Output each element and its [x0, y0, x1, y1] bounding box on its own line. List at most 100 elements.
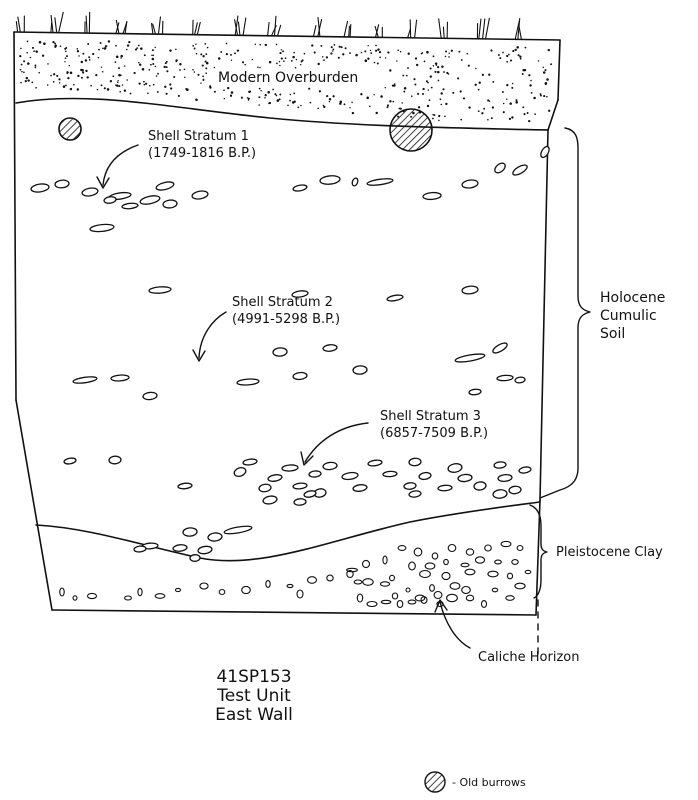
stipple-dot	[175, 48, 177, 51]
stipple-dot	[192, 68, 194, 71]
stipple-dot	[509, 102, 512, 105]
shell-fragment	[292, 184, 308, 192]
stipple-dot	[41, 54, 45, 57]
stipple-dot	[112, 75, 115, 78]
stipple-dot	[290, 60, 293, 62]
stipple-dot	[119, 90, 122, 93]
stipple-dot	[367, 44, 369, 47]
stipple-dot	[444, 115, 446, 118]
stipple-dot	[88, 59, 91, 61]
stipple-dot	[376, 62, 379, 65]
stipple-dot	[209, 86, 212, 89]
stipple-dot	[402, 74, 405, 77]
stipple-dot	[165, 66, 168, 69]
stipple-dot	[96, 88, 99, 91]
legend-burrow-label: - Old burrows	[452, 776, 526, 789]
stipple-dot	[195, 43, 197, 45]
stipple-dot	[31, 46, 35, 49]
stipple-dot	[69, 87, 73, 91]
stipple-dot	[202, 75, 205, 78]
site-number: 41SP153	[216, 667, 291, 687]
stipple-dot	[197, 73, 200, 76]
stipple-dot	[438, 119, 440, 122]
shell-fragment	[473, 481, 487, 491]
shell-fragment	[382, 470, 398, 478]
stipple-dot	[107, 40, 111, 43]
grass-blade	[374, 25, 379, 38]
stipple-dot	[193, 71, 196, 73]
stipple-dot	[444, 55, 447, 58]
stipple-dot	[439, 98, 442, 101]
stipple-dot	[201, 64, 204, 67]
shell-fragment	[540, 145, 550, 159]
stipple-dot	[205, 67, 208, 70]
shell-fragment	[281, 464, 299, 472]
stipple-dot	[330, 52, 333, 55]
stipple-dot	[236, 49, 240, 52]
stipple-dot	[138, 82, 141, 85]
stipple-dot	[523, 113, 526, 116]
stipple-dot	[275, 94, 278, 97]
caliche-pebble	[396, 599, 404, 609]
stipple-dot	[325, 56, 329, 59]
stipple-dot	[514, 48, 517, 52]
caliche-arrow	[439, 601, 471, 649]
stipple-dot	[116, 81, 119, 84]
stipple-dot	[223, 89, 225, 91]
stipple-dot	[492, 80, 495, 83]
shell-fragment	[207, 532, 223, 542]
shell-fragment	[108, 455, 122, 465]
stipple-dot	[311, 44, 314, 47]
stipple-dot	[423, 60, 426, 63]
stipple-dot	[80, 76, 83, 79]
shell-fragment	[512, 164, 528, 176]
stipple-dot	[118, 74, 121, 77]
stipple-dot	[47, 63, 49, 65]
stipple-dot	[279, 64, 281, 67]
stratum1-date: (1749-1816 B.P.)	[148, 146, 256, 161]
holocene-label-line1: Holocene	[600, 290, 665, 306]
shell-fragment	[292, 482, 308, 490]
shell-fragment	[262, 495, 278, 505]
stipple-dot	[437, 70, 440, 74]
shell-fragment	[351, 177, 359, 187]
legend-burrow-icon	[424, 771, 446, 793]
stipple-dot	[86, 76, 89, 79]
stipple-dot	[264, 94, 267, 97]
stipple-dot	[19, 68, 22, 71]
shell-fragment	[103, 196, 117, 204]
stipple-dot	[145, 82, 148, 85]
shell-fragment	[182, 527, 198, 537]
grass-blade	[196, 21, 201, 36]
grass-blade	[276, 24, 282, 37]
caliche-pebble	[505, 595, 515, 601]
stipple-dot	[377, 48, 380, 51]
shell-fragment	[408, 490, 422, 498]
stipple-dot	[396, 60, 398, 62]
stipple-dot	[332, 95, 335, 98]
stipple-dot	[284, 57, 287, 60]
stipple-dot	[481, 112, 484, 115]
stipple-dot	[179, 69, 181, 71]
stipple-dot	[259, 66, 261, 69]
stipple-dot	[117, 80, 119, 82]
shell-fragment	[403, 482, 417, 490]
caliche-pebble	[356, 593, 364, 603]
stipple-dot	[150, 63, 152, 66]
stipple-dot	[123, 89, 127, 92]
stipple-dot	[31, 81, 34, 84]
stipple-dot	[66, 72, 69, 75]
stipple-dot	[427, 81, 429, 84]
caliche-pebble	[429, 584, 435, 592]
stipple-dot	[399, 107, 402, 110]
stipple-dot	[100, 84, 103, 87]
stipple-dot	[118, 67, 120, 70]
stipple-dot	[483, 107, 486, 110]
shell-fragment	[177, 482, 193, 490]
stipple-dot	[35, 50, 38, 53]
grass-blade	[273, 15, 277, 37]
shell-fragment	[292, 371, 308, 381]
stipple-dot	[205, 61, 209, 65]
stipple-dot	[240, 96, 243, 99]
stipple-dot	[502, 51, 504, 54]
